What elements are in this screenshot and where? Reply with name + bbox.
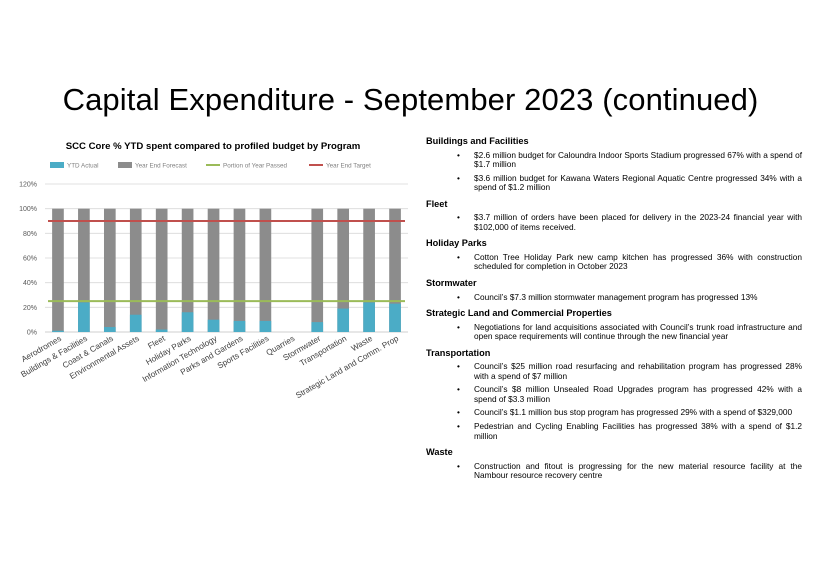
ytd-actual-bar	[78, 302, 90, 332]
ytd-actual-bar	[129, 314, 142, 332]
ytd-actual-bar	[155, 329, 168, 332]
bullet-text: Council’s $25 million road resurfacing a…	[474, 361, 802, 381]
bullet-dot-icon: •	[457, 384, 460, 395]
chart-gridlines	[45, 183, 408, 333]
bullet-text: $3.7 million of orders have been placed …	[474, 212, 802, 232]
section-heading: Transportation	[426, 347, 491, 358]
bullet-dot-icon: •	[457, 172, 460, 183]
slide-title: Capital Expenditure - September 2023 (co…	[62, 82, 759, 117]
bullet-item: • Council’s $7.3 million stormwater manag…	[426, 291, 802, 303]
forecast-bar	[311, 208, 324, 332]
section-heading: Waste	[426, 447, 453, 458]
notes-section: Transportation • Council’s $25 million roa…	[426, 348, 802, 441]
forecast-bar	[155, 208, 168, 332]
bullet-text: Negotiations for land acquisitions assoc…	[474, 321, 802, 342]
chart-bars	[52, 208, 401, 332]
y-axis: 0% 20% 40% 60% 80% 100% 120%	[19, 182, 37, 337]
bullet-item: • $3.6 million budget for Kawana Waters R…	[426, 172, 802, 193]
section-heading: Buildings and Facilities	[426, 136, 529, 146]
section-heading: Strategic Land and Commercial Properties	[426, 308, 612, 319]
ytd-actual-bar	[207, 319, 220, 332]
bullet-text: Council’s $8 million Unsealed Road Upgra…	[474, 384, 802, 404]
bullet-dot-icon: •	[457, 407, 460, 418]
program-notes: Buildings and Facilities • $2.6 million bu…	[426, 136, 802, 487]
ytd-actual-bar	[363, 302, 375, 332]
bullet-text: Council’s $7.3 million stormwater manage…	[474, 291, 758, 302]
legend-swatch	[50, 162, 64, 168]
forecast-bar	[337, 208, 350, 332]
ytd-actual-bar	[181, 312, 194, 332]
bullet-dot-icon: •	[457, 251, 460, 262]
y-tick-label: 80%	[23, 231, 37, 238]
forecast-bar	[78, 208, 90, 332]
bullet-dot-icon: •	[457, 460, 460, 471]
ytd-actual-bar	[311, 322, 324, 332]
forecast-bar	[129, 208, 142, 332]
bullet-text: Cotton Tree Holiday Park new camp kitche…	[474, 251, 802, 272]
bullet-text: Council’s $1.1 million bus stop program …	[474, 407, 793, 418]
ytd-actual-bar	[259, 320, 272, 332]
forecast-bar	[389, 208, 401, 332]
notes-section: Holiday Parks • Cotton Tree Holiday Park n…	[426, 238, 802, 272]
ytd-actual-bar	[337, 308, 350, 332]
section-heading: Fleet	[426, 198, 448, 209]
section-heading: Holiday Parks	[426, 238, 487, 249]
bullet-text: Pedestrian and Cycling Enabling Faciliti…	[474, 420, 802, 441]
ytd-actual-bar	[103, 327, 116, 332]
notes-section: Buildings and Facilities • $2.6 million bu…	[426, 136, 802, 193]
chart-lines	[48, 220, 405, 303]
bullet-dot-icon: •	[457, 149, 460, 160]
bullet-text: Construction and fitout is progressing f…	[474, 460, 802, 481]
bullet-item: • $3.7 million of orders have been placed…	[426, 213, 802, 232]
bullet-item: • Pedestrian and Cycling Enabling Facilit…	[426, 420, 802, 441]
forecast-bar	[103, 208, 116, 332]
notes-section: Strategic Land and Commercial Properties…	[426, 308, 802, 342]
program-spend-chart: SCC Core % YTD spent compared to profile…	[19, 141, 408, 400]
bullet-dot-icon: •	[457, 420, 460, 431]
chart-title: SCC Core % YTD spent compared to profile…	[66, 141, 361, 152]
y-tick-label: 0%	[27, 330, 37, 337]
bullet-item: • Council’s $1.1 million bus stop program…	[426, 408, 802, 418]
ytd-actual-bar	[389, 303, 401, 332]
bullet-item: • Cotton Tree Holiday Park new camp kitch…	[426, 251, 802, 272]
bullet-text: $3.6 million budget for Kawana Waters Re…	[474, 172, 802, 193]
ytd-actual-bar	[233, 320, 246, 332]
bullet-dot-icon: •	[457, 212, 460, 223]
ytd-actual-bar	[52, 330, 64, 332]
bullet-dot-icon: •	[457, 321, 460, 332]
y-tick-label: 40%	[23, 280, 37, 287]
forecast-bar	[259, 208, 272, 332]
bullet-item: • Council’s $8 million Unsealed Road Upgr…	[426, 385, 802, 404]
chart-legend: YTD Actual Year End Forecast Portion of Ye…	[50, 162, 371, 169]
legend-label: Year End Target	[326, 162, 371, 169]
notes-section: Fleet • $3.7 million of orders have been p…	[426, 199, 802, 233]
bullet-item: • Negotiations for land acquisitions asso…	[426, 321, 802, 342]
forecast-bar	[363, 208, 375, 332]
notes-section: Waste • Construction and fitout is progres…	[426, 447, 802, 481]
notes-section: Stormwater • Council’s $7.3 million stormw…	[426, 278, 802, 302]
forecast-bar	[181, 208, 194, 332]
y-tick-label: 20%	[23, 305, 37, 312]
section-heading: Stormwater	[426, 277, 477, 288]
bullet-item: • Council’s $25 million road resurfacing …	[426, 362, 802, 381]
y-tick-label: 120%	[19, 182, 37, 189]
y-tick-label: 100%	[19, 206, 37, 213]
y-tick-label: 60%	[23, 256, 37, 263]
legend-label: Portion of Year Passed	[223, 162, 288, 169]
bullet-text: $2.6 million budget for Caloundra Indoor…	[474, 149, 802, 170]
forecast-bar	[52, 208, 64, 332]
forecast-bar	[233, 208, 246, 332]
bullet-dot-icon: •	[457, 361, 460, 372]
bullet-item: • $2.6 million budget for Caloundra Indoo…	[426, 149, 802, 170]
legend-label: Year End Forecast	[135, 162, 187, 169]
bullet-dot-icon: •	[457, 291, 460, 302]
forecast-bar	[207, 208, 220, 332]
legend-swatch	[118, 162, 132, 168]
legend-label: YTD Actual	[67, 162, 99, 169]
bullet-item: • Construction and fitout is progressing …	[426, 460, 802, 481]
